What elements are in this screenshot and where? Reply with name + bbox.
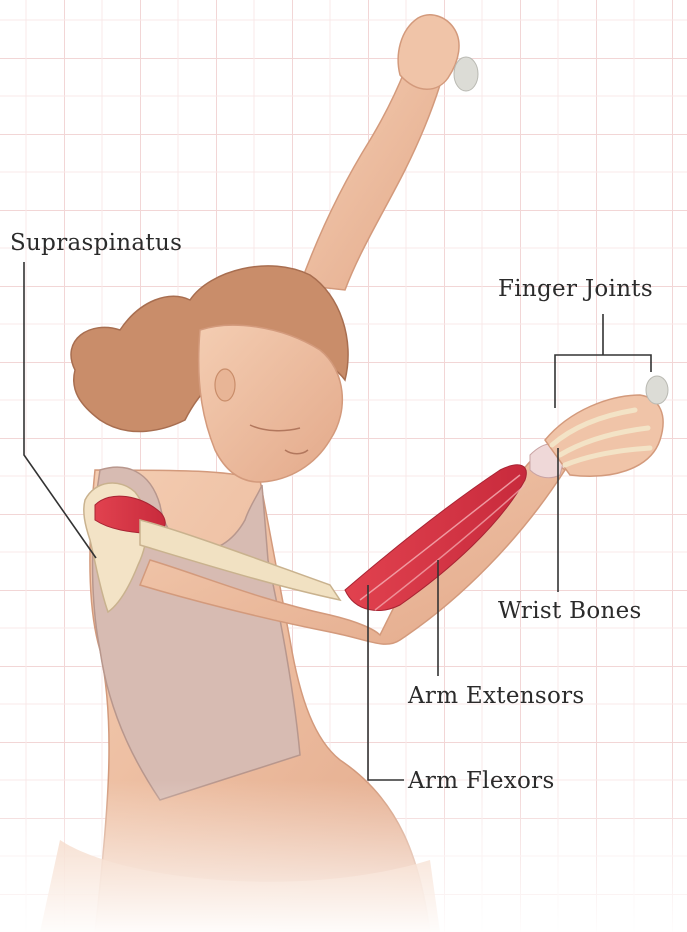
- stone-hand: [646, 376, 668, 404]
- label-arm-extensors: Arm Extensors: [408, 685, 585, 708]
- label-finger-joints: Finger Joints: [498, 278, 653, 301]
- label-arm-flexors: Arm Flexors: [408, 770, 555, 793]
- label-wrist-bones: Wrist Bones: [498, 600, 642, 623]
- label-supraspinatus: Supraspinatus: [10, 232, 182, 255]
- stone-top: [454, 57, 478, 91]
